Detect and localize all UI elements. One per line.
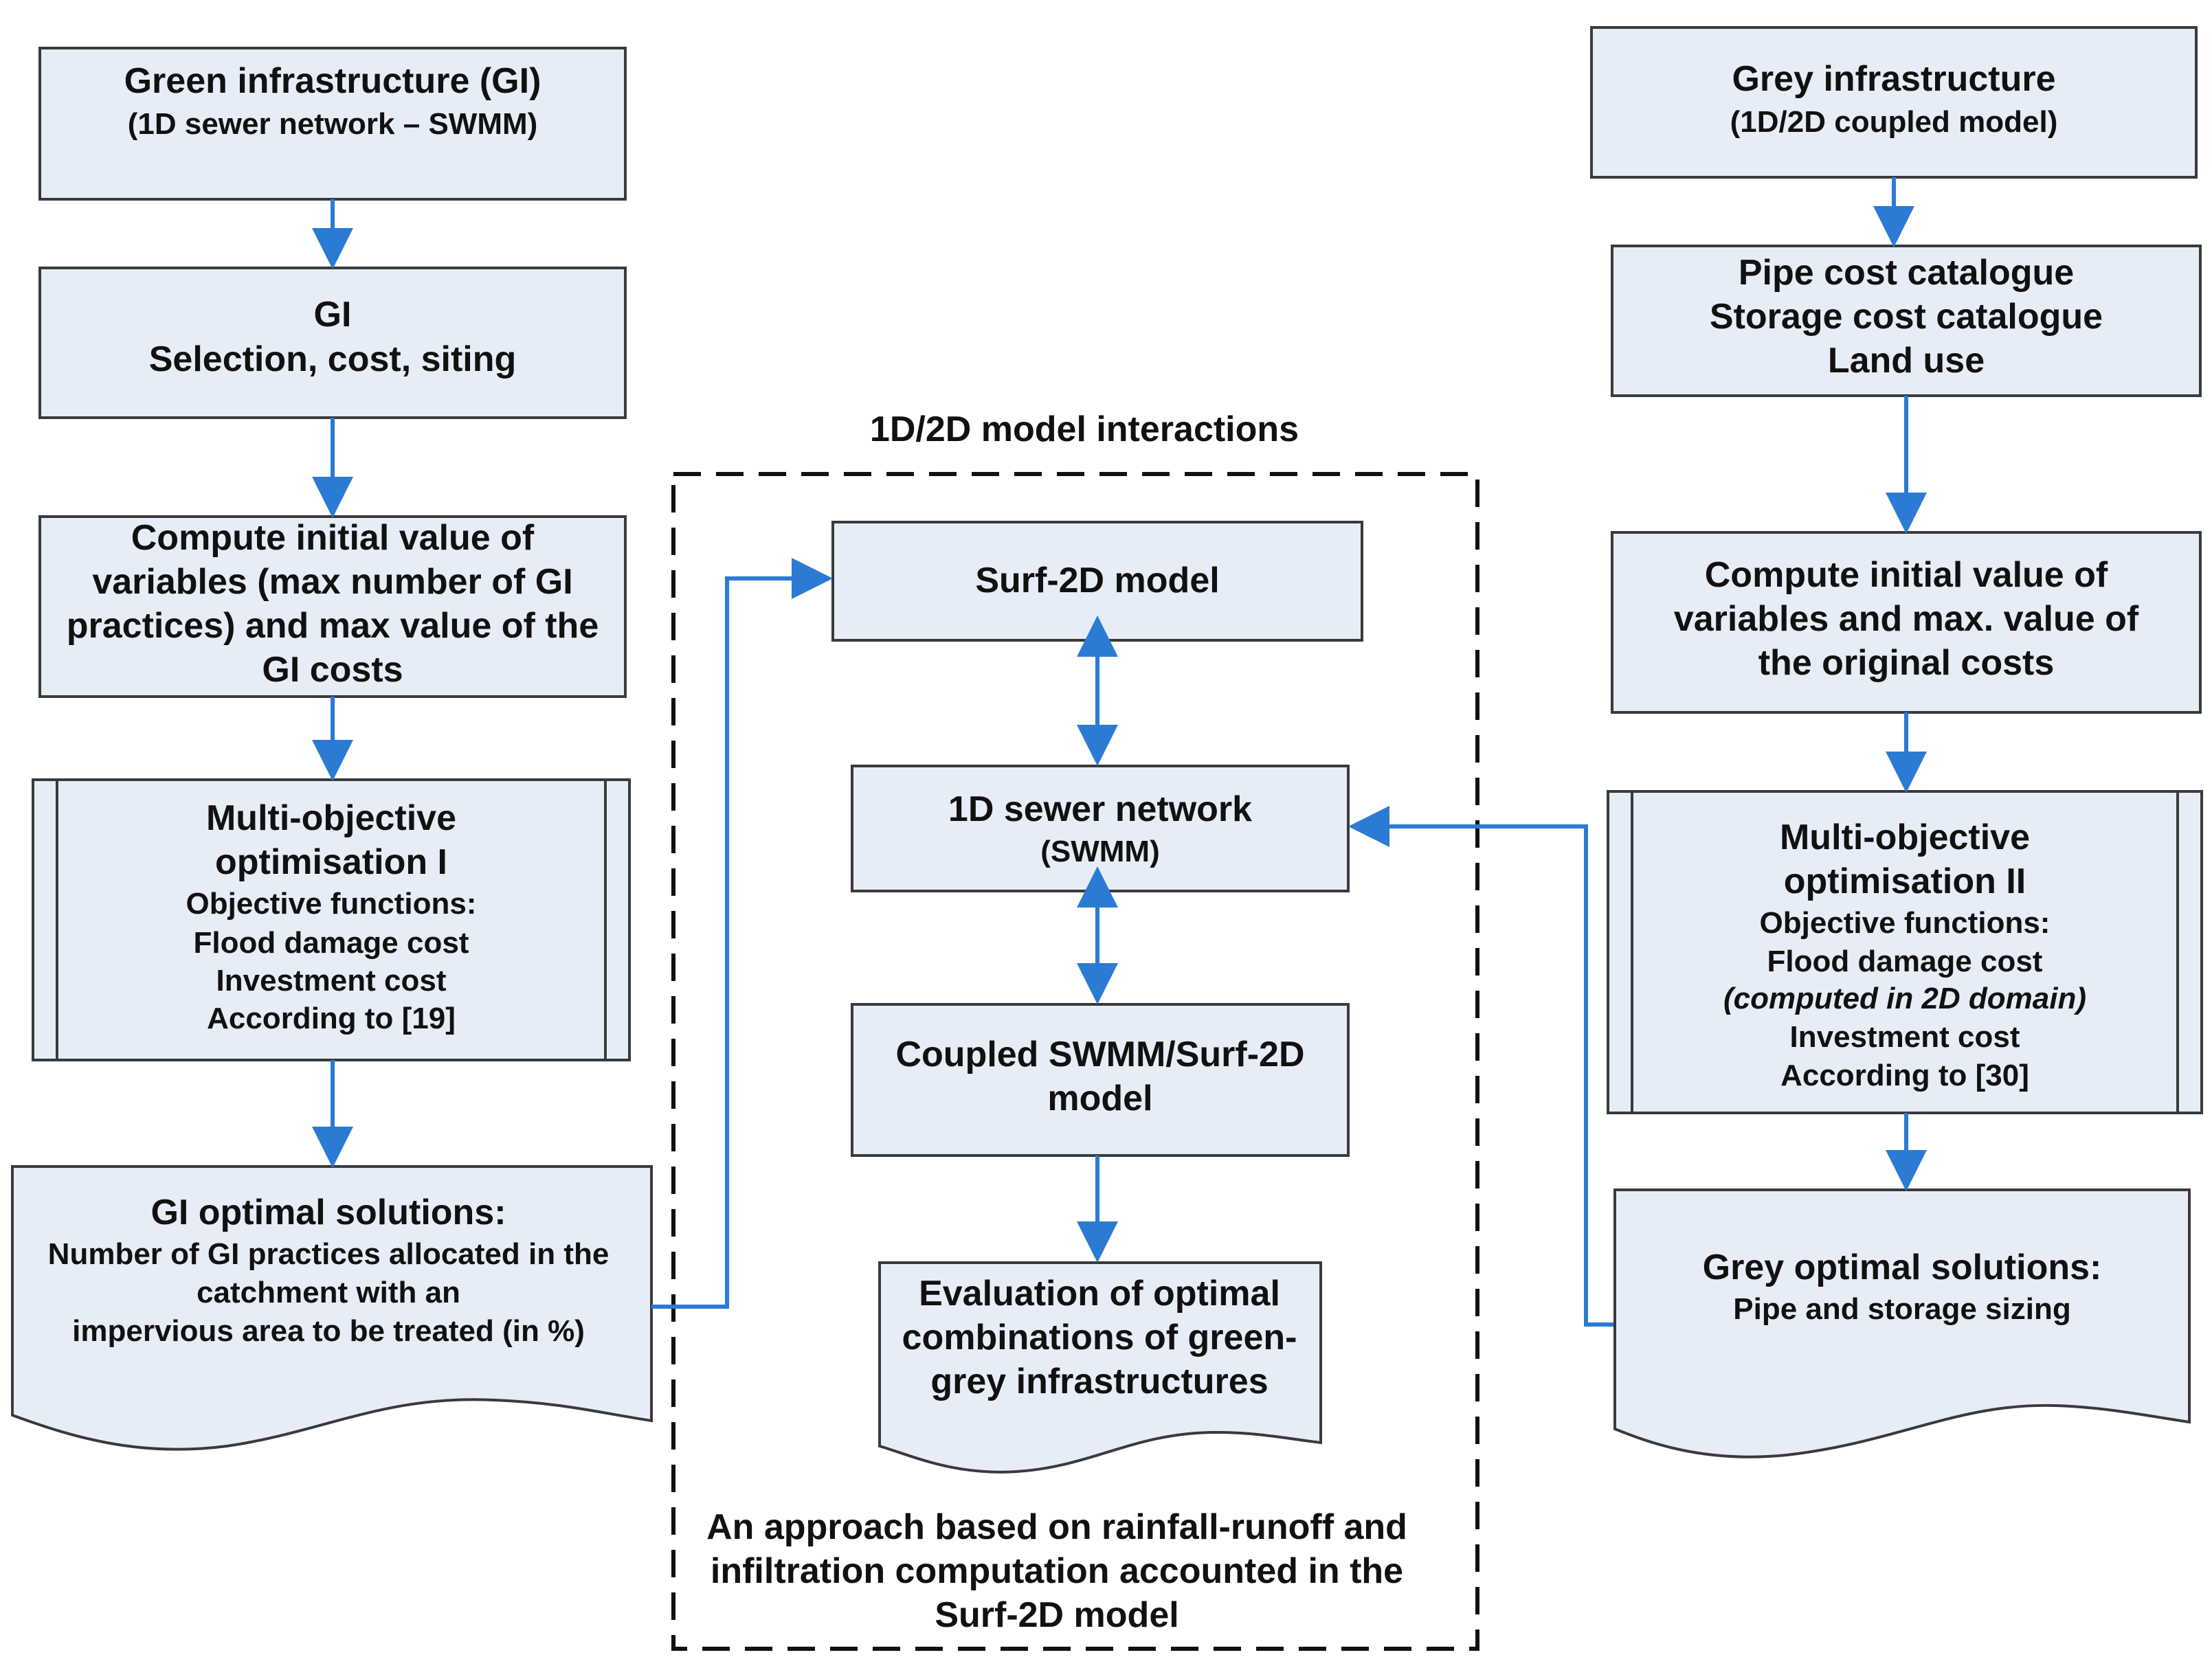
gi-selection-line1: GI [314, 295, 352, 335]
moo2-line5: (computed in 2D domain) [1723, 982, 2086, 1015]
gi-compute-line2: variables (max number of GI [92, 562, 572, 602]
grey-compute-line3: the original costs [1758, 643, 2055, 683]
green-infrastructure-title: Green infrastructure (GI) [124, 61, 541, 101]
gi-optimal-line2: catchment with an [197, 1276, 460, 1309]
evaluation-line2: combinations of green- [902, 1318, 1297, 1357]
multi-objective-optimisation-2-box: Multi-objective optimisation II Objectiv… [1607, 790, 2203, 1114]
gi-selection-line2: Selection, cost, siting [149, 339, 517, 379]
moo1-line1: Multi-objective [206, 798, 456, 838]
sewer-1d-subtitle: (SWMM) [1040, 835, 1160, 868]
gi-compute-initial-box: Compute initial value of variables (max … [38, 515, 627, 698]
grey-compute-line2: variables and max. value of [1674, 599, 2139, 639]
grey-infrastructure-subtitle: (1D/2D coupled model) [1730, 105, 2058, 139]
grey-optimal-solutions-document: Grey optimal solutions: Pipe and storage… [1613, 1188, 2191, 1458]
moo1-line5: Investment cost [216, 964, 447, 998]
sewer-1d-title: 1D sewer network [948, 789, 1252, 829]
grey-infrastructure-title: Grey infrastructure [1732, 59, 2055, 99]
grey-infrastructure-box: Grey infrastructure (1D/2D coupled model… [1590, 26, 2198, 179]
gi-optimal-solutions-document: GI optimal solutions: Number of GI pract… [11, 1165, 653, 1451]
cost-catalogue-box: Pipe cost catalogue Storage cost catalog… [1611, 245, 2202, 397]
grey-compute-initial-box: Compute initial value of variables and m… [1611, 531, 2202, 714]
green-infrastructure-subtitle: (1D sewer network – SWMM) [128, 107, 538, 141]
evaluation-document: Evaluation of optimal combinations of gr… [878, 1261, 1322, 1474]
gi-compute-line1: Compute initial value of [131, 518, 535, 558]
moo2-line1: Multi-objective [1780, 818, 2030, 857]
approach-line2: infiltration computation accounted in th… [711, 1551, 1403, 1591]
multi-objective-optimisation-1-box: Multi-objective optimisation I Objective… [32, 778, 631, 1061]
coupled-line2: model [1047, 1079, 1152, 1118]
catalogue-line2: Storage cost catalogue [1710, 297, 2103, 337]
approach-line1: An approach based on rainfall-runoff and [706, 1507, 1407, 1547]
moo2-line3: Objective functions: [1760, 906, 2051, 940]
model-interactions-group [671, 472, 1479, 1651]
gi-optimal-title: GI optimal solutions: [150, 1193, 506, 1232]
coupled-model-box: Coupled SWMM/Surf-2D model [851, 1003, 1350, 1157]
moo1-line2: optimisation I [215, 842, 447, 882]
model-interactions-label: 1D/2D model interactions [870, 409, 1299, 449]
grey-compute-line1: Compute initial value of [1705, 555, 2108, 595]
catalogue-line3: Land use [1828, 341, 1985, 381]
evaluation-line1: Evaluation of optimal [919, 1274, 1280, 1314]
gi-compute-line3: practices) and max value of the [67, 606, 599, 646]
gi-optimal-line3: impervious area to be treated (in %) [72, 1314, 585, 1348]
arrow-grey-optimal-to-sewer [1348, 806, 1615, 1327]
surf-2d-label: Surf-2D model [975, 561, 1219, 600]
moo2-line2: optimisation II [1784, 861, 2026, 901]
grey-optimal-title: Grey optimal solutions: [1703, 1248, 2102, 1287]
approach-line3: Surf-2D model [935, 1595, 1178, 1635]
catalogue-line1: Pipe cost catalogue [1739, 253, 2074, 293]
grey-optimal-line1: Pipe and storage sizing [1733, 1292, 2070, 1326]
surf-2d-model-box: Surf-2D model [831, 521, 1363, 642]
gi-selection-box: GI Selection, cost, siting [38, 267, 627, 419]
gi-optimal-line1: Number of GI practices allocated in the [48, 1237, 610, 1271]
moo2-line4: Flood damage cost [1767, 945, 2043, 978]
coupled-line1: Coupled SWMM/Surf-2D [895, 1035, 1304, 1074]
sewer-network-1d-box: 1D sewer network (SWMM) [851, 765, 1350, 892]
moo1-line4: Flood damage cost [194, 926, 469, 960]
green-infrastructure-box: Green infrastructure (GI) (1D sewer netw… [38, 47, 627, 201]
moo1-line3: Objective functions: [186, 887, 477, 921]
moo2-line7: According to [30] [1780, 1059, 2029, 1092]
moo1-line6: According to [19] [207, 1002, 456, 1035]
evaluation-line3: grey infrastructures [930, 1362, 1268, 1401]
moo2-line6: Investment cost [1790, 1020, 2020, 1054]
gi-compute-line4: GI costs [262, 650, 403, 690]
arrow-gi-optimal-to-surf2d [651, 558, 833, 1309]
